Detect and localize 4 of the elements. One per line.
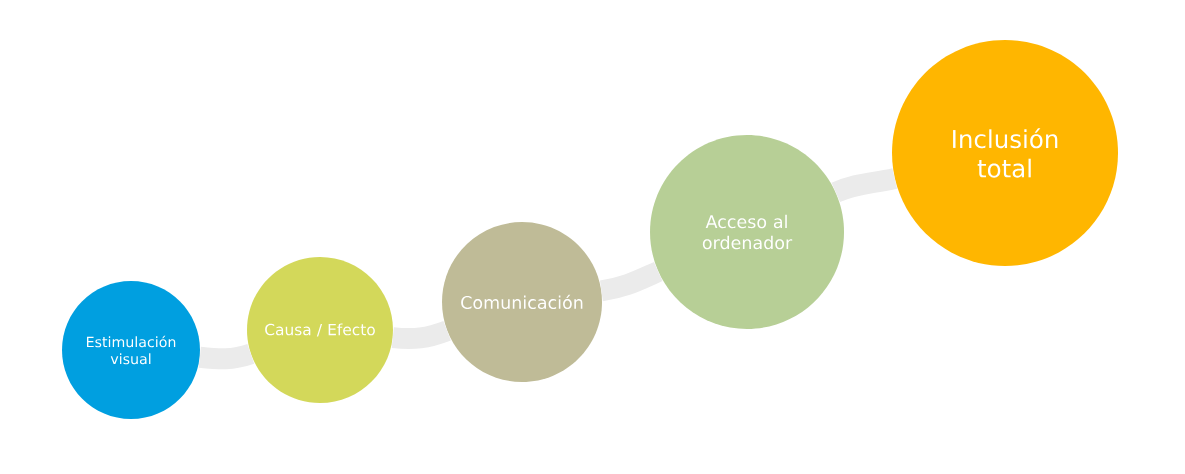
connector-band (599, 261, 663, 302)
connector-band (391, 320, 451, 350)
connector-band (831, 168, 897, 203)
connector-band (198, 343, 254, 370)
